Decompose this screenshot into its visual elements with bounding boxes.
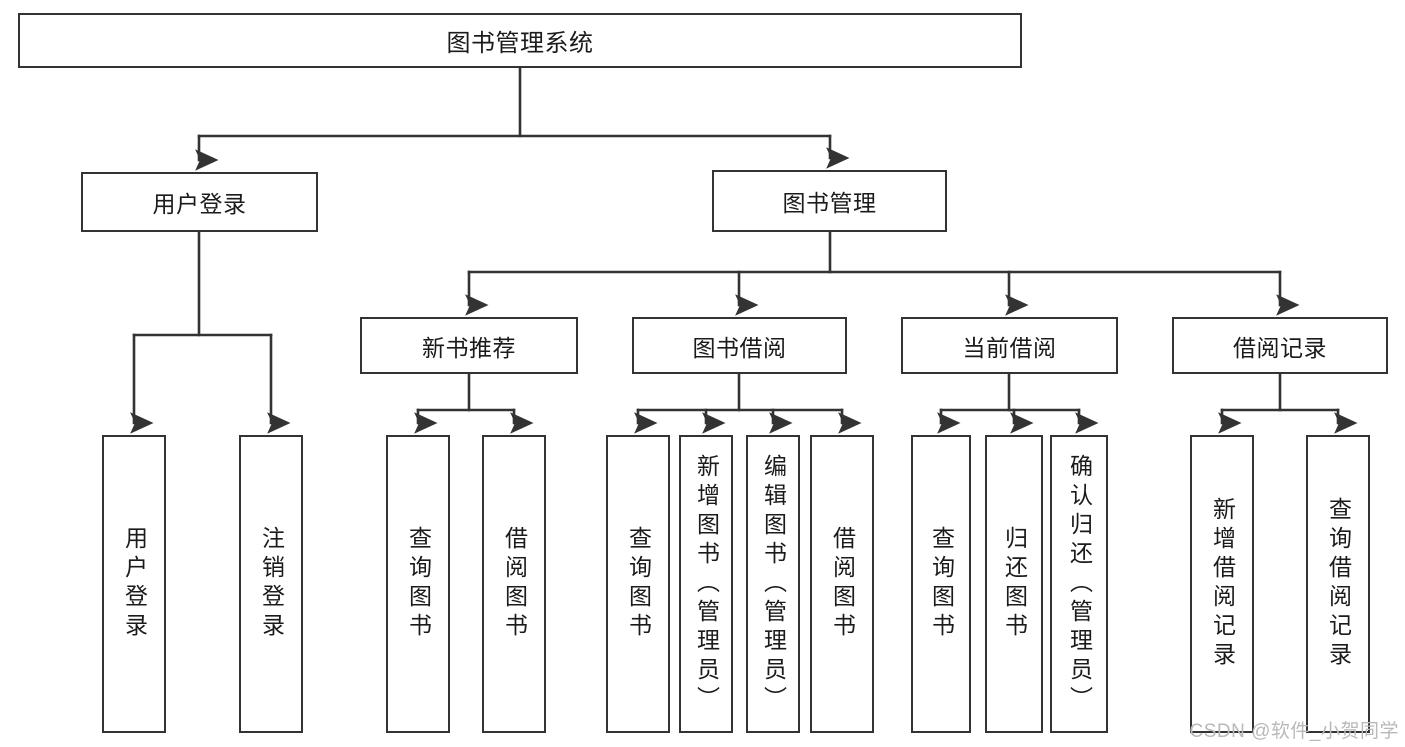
node-新书推荐[interactable]: 新书推荐	[360, 317, 578, 374]
leaf-node-归还图书-9[interactable]: 归还图书	[985, 435, 1043, 733]
node-label: 借阅图书	[501, 526, 528, 642]
node-label: 归还图书	[1001, 526, 1028, 642]
leaf-node-借阅图书-3[interactable]: 借阅图书	[482, 435, 546, 733]
node-label: 图书借阅	[692, 334, 787, 361]
node-label: 新书推荐	[422, 334, 516, 361]
leaf-node-借阅图书-7[interactable]: 借阅图书	[810, 435, 874, 733]
leaf-node-新增图书管理员-5[interactable]: 新增图书（管理员）	[679, 435, 733, 733]
node-label: 查询借阅记录	[1325, 497, 1352, 671]
node-label: 注销登录	[258, 526, 285, 642]
leaf-node-确认归还管理员-10[interactable]: 确认归还（管理员）	[1050, 435, 1108, 733]
node-label: 借阅记录	[1233, 334, 1327, 361]
node-label: 查询图书	[405, 526, 432, 642]
leaf-node-查询图书-2[interactable]: 查询图书	[386, 435, 450, 733]
watermark-text: CSDN @软件_小贺同学	[1189, 721, 1399, 742]
node-label: 查询图书	[928, 526, 955, 642]
node-label: 新增借阅记录	[1209, 497, 1236, 671]
leaf-node-注销登录-1[interactable]: 注销登录	[239, 435, 303, 733]
leaf-node-查询图书-8[interactable]: 查询图书	[911, 435, 971, 733]
node-借阅记录[interactable]: 借阅记录	[1172, 317, 1388, 374]
leaf-node-用户登录-0[interactable]: 用户登录	[102, 435, 166, 733]
leaf-node-查询借阅记录-12[interactable]: 查询借阅记录	[1306, 435, 1370, 733]
node-label: 图书管理	[782, 190, 877, 216]
node-用户登录[interactable]: 用户登录	[81, 172, 318, 232]
node-label: 用户登录	[152, 191, 247, 217]
node-图书管理[interactable]: 图书管理	[712, 170, 947, 232]
node-label: 查询图书	[625, 526, 652, 642]
node-图书借阅[interactable]: 图书借阅	[632, 317, 847, 374]
node-label: 编辑图书（管理员）	[760, 453, 787, 715]
node-label: 用户登录	[121, 526, 148, 642]
node-root-system[interactable]: 图书管理系统	[18, 13, 1022, 68]
node-当前借阅[interactable]: 当前借阅	[901, 317, 1118, 374]
leaf-node-查询图书-4[interactable]: 查询图书	[606, 435, 670, 733]
node-label: 确认归还（管理员）	[1066, 453, 1093, 715]
node-label: 图书管理系统	[446, 30, 594, 57]
node-label: 新增图书（管理员）	[693, 453, 720, 715]
leaf-node-新增借阅记录-11[interactable]: 新增借阅记录	[1190, 435, 1254, 733]
node-label: 当前借阅	[962, 334, 1057, 361]
node-label: 借阅图书	[829, 526, 856, 642]
leaf-node-编辑图书管理员-6[interactable]: 编辑图书（管理员）	[746, 435, 800, 733]
